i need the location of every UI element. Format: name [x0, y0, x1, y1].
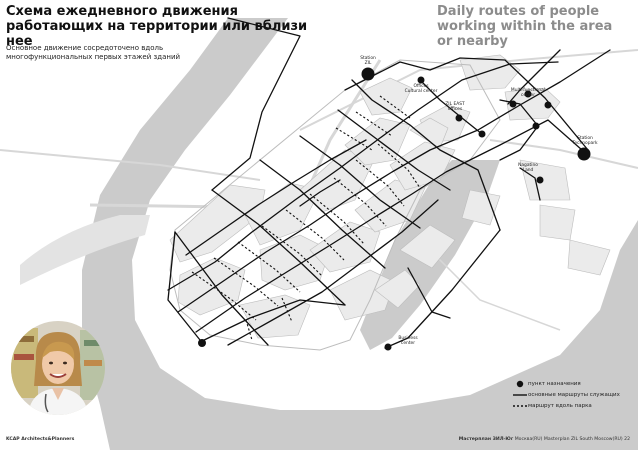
city-blocks	[169, 54, 611, 339]
footer-project-rest: Москва(RU) Masterplan ZIL South Moscow(R…	[513, 437, 630, 442]
destination-station-zil	[361, 67, 375, 81]
label-offices-cultural: Offices Cultural center	[404, 84, 438, 94]
label-multifunctional: Multi-functional center	[510, 88, 546, 98]
legend-destination-label: пункт назначения	[528, 380, 581, 387]
label-zil-east: ZIL EAST offices	[445, 102, 465, 112]
park-routes	[191, 95, 421, 341]
destination-station-technopark	[577, 147, 591, 161]
destination-park-south	[198, 339, 206, 347]
label-station-zil: Station ZIL	[360, 56, 376, 66]
page-title-en: Daily routes of people working within th…	[437, 4, 613, 49]
legend-main-routes-label: основные маршруты служащих	[528, 391, 620, 398]
destination-zil-east-1	[455, 114, 463, 122]
legend-row-destination: пункт назначения	[512, 378, 620, 389]
destination-business-center	[384, 343, 392, 351]
portrait-avatar	[11, 321, 105, 415]
destination-multifunctional-4	[532, 122, 540, 130]
destination-zil-east-2	[478, 130, 486, 138]
label-business-center: Business center	[398, 336, 418, 346]
destination-nagatino-land	[536, 176, 544, 184]
footer-project: Мастерплан ЗИЛ-Юг Москва(RU) Masterplan …	[459, 437, 630, 442]
destination-multifunctional-2	[524, 90, 532, 98]
label-nagatino-land: Nagatino Land	[518, 163, 538, 173]
district-outline	[169, 59, 501, 351]
map-legend: пункт назначения основные маршруты служа…	[512, 378, 620, 411]
legend-destination-icon	[516, 380, 524, 388]
destination-multifunctional-1	[509, 100, 517, 108]
page-subtitle-ru: Основное движение сосредоточено вдоль мн…	[6, 44, 181, 61]
legend-row-main-routes: основные маршруты служащих	[512, 389, 620, 400]
footer-credit: KCAP Architects&Planners	[6, 437, 75, 442]
page-title-ru: Схема ежедневного движения работающих на…	[6, 4, 308, 49]
label-station-technopark: Station Technopark	[572, 136, 598, 146]
main-routes	[167, 17, 611, 349]
footer-project-name: Мастерплан ЗИЛ-Юг	[458, 437, 514, 442]
destination-offices-cultural	[417, 76, 425, 84]
destination-markers	[198, 67, 591, 351]
legend-symbols	[513, 380, 527, 407]
destination-multifunctional-3	[544, 101, 552, 109]
legend-park-route-label: маршрут вдоль парка	[528, 402, 592, 409]
legend-row-park-route: маршрут вдоль парка	[512, 400, 620, 411]
